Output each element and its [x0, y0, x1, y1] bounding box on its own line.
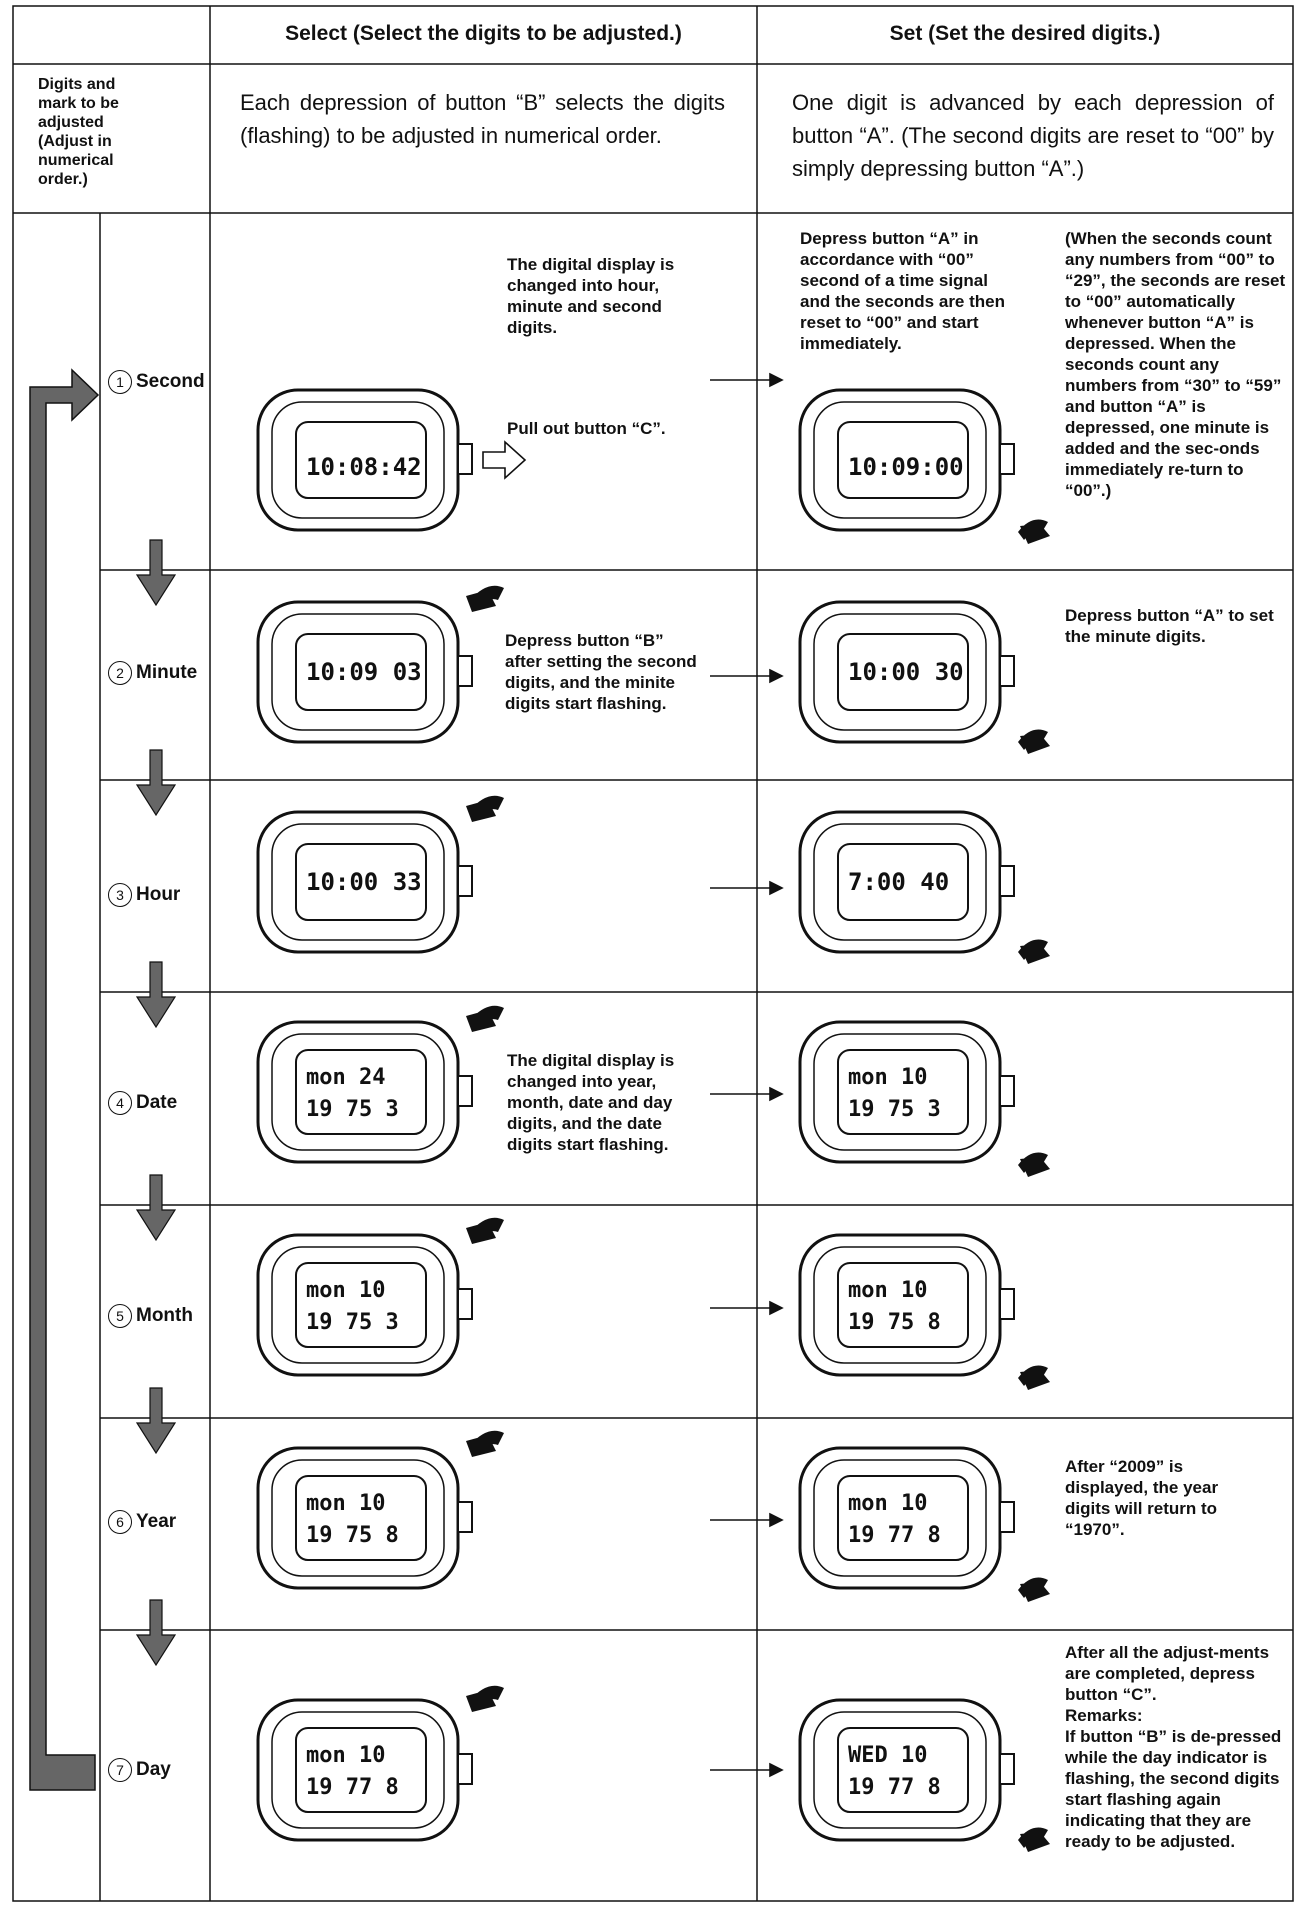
set-intro: One digit is advanced by each depression…: [792, 90, 1274, 181]
svg-text:mon 10: mon 10: [306, 1491, 385, 1516]
down-arrow-icon: [135, 539, 177, 607]
step1-set-note: Depress button “A” in accordance with “0…: [800, 229, 1005, 353]
down-arrow-icon: [135, 749, 177, 817]
watch-display-set: 10:00 30: [798, 600, 1015, 744]
svg-text:19 77 8: 19 77 8: [848, 1523, 941, 1548]
svg-text:WED 10: WED 10: [848, 1743, 927, 1768]
svg-text:7:00 40: 7:00 40: [848, 868, 949, 896]
watch-display-set: mon 10 19 75 8: [798, 1233, 1015, 1377]
svg-text:19 75 8: 19 75 8: [306, 1523, 399, 1548]
svg-text:19 75 3: 19 75 3: [848, 1097, 941, 1122]
svg-text:mon 10: mon 10: [848, 1491, 927, 1516]
svg-text:19 75 3: 19 75 3: [306, 1310, 399, 1335]
watch-display-set: 7:00 40: [798, 810, 1015, 954]
step6-set-note: After “2009” is displayed, the year digi…: [1065, 1457, 1219, 1539]
svg-text:mon 10: mon 10: [306, 1278, 385, 1303]
svg-text:mon 10: mon 10: [848, 1278, 927, 1303]
step2-select-note: Depress button “B” after setting the sec…: [505, 631, 697, 713]
step1-select-note2: Pull out button “C”.: [507, 419, 666, 438]
down-arrow-icon: [135, 1174, 177, 1242]
watch-display-set: WED 10 19 77 8: [798, 1698, 1015, 1842]
down-arrow-icon: [135, 1387, 177, 1455]
select-intro: Each depression of button “B” selects th…: [240, 90, 725, 148]
step1-set-note2: (When the seconds count any numbers from…: [1065, 229, 1286, 500]
svg-text:19 77 8: 19 77 8: [848, 1775, 941, 1800]
watch-display-select: 10:08:42: [256, 388, 473, 532]
svg-text:19 77 8: 19 77 8: [306, 1775, 399, 1800]
step2-set-note: Depress button “A” to set the minute dig…: [1065, 606, 1274, 646]
svg-text:10:09 03: 10:09 03: [306, 658, 422, 686]
step7-set-note: After all the adjust-ments are completed…: [1065, 1643, 1282, 1851]
watch-display-select: mon 24 19 75 3: [256, 1020, 473, 1164]
svg-text:19 75 3: 19 75 3: [306, 1097, 399, 1122]
svg-text:mon 10: mon 10: [306, 1743, 385, 1768]
pull-out-arrow-icon: [482, 440, 527, 480]
watch-display-select: 10:00 33: [256, 810, 473, 954]
set-column-header: Set (Set the desired digits.): [889, 22, 1161, 45]
digits-column-header: Digits and mark to be adjusted (Adjust i…: [38, 76, 119, 188]
svg-text:19 75 8: 19 75 8: [848, 1310, 941, 1335]
svg-text:10:08:42: 10:08:42: [306, 453, 422, 481]
down-arrow-icon: [135, 1599, 177, 1667]
watch-display-select: mon 10 19 77 8: [256, 1698, 473, 1842]
svg-text:10:00 33: 10:00 33: [306, 868, 422, 896]
select-column-header: Select (Select the digits to be adjusted…: [285, 22, 682, 45]
svg-text:10:09:00: 10:09:00: [848, 453, 964, 481]
svg-text:10:00 30: 10:00 30: [848, 658, 964, 686]
watch-display-select: 10:09 03: [256, 600, 473, 744]
down-arrow-icon: [135, 961, 177, 1029]
return-loop-arrow: [29, 368, 100, 1791]
step4-select-note: The digital display is changed into year…: [507, 1051, 675, 1154]
step1-select-note: The digital display is changed into hour…: [507, 255, 675, 337]
watch-display-select: mon 10 19 75 3: [256, 1233, 473, 1377]
watch-display-set: mon 10 19 77 8: [798, 1446, 1015, 1590]
watch-display-set: 10:09:00: [798, 388, 1015, 532]
watch-display-set: mon 10 19 75 3: [798, 1020, 1015, 1164]
svg-text:mon 24: mon 24: [306, 1065, 385, 1090]
watch-display-select: mon 10 19 75 8: [256, 1446, 473, 1590]
svg-text:mon 10: mon 10: [848, 1065, 927, 1090]
